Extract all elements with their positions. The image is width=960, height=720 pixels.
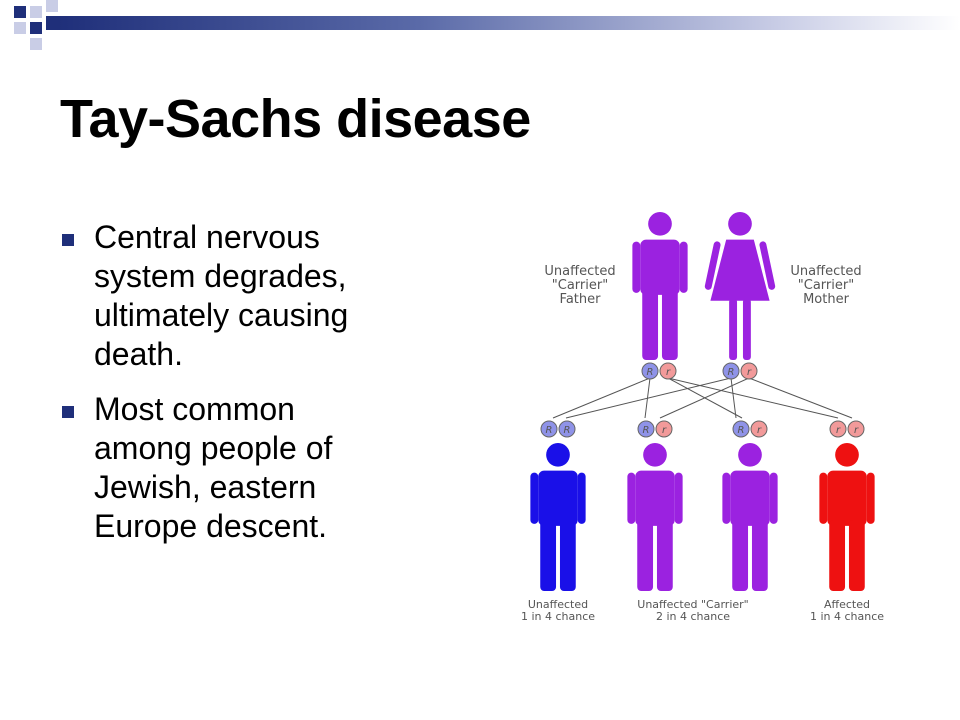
outcome-label-line: Unaffected "Carrier": [637, 598, 748, 611]
allele-circle: [540, 420, 558, 438]
mother-label-line: Mother: [803, 292, 850, 307]
deco-square: [46, 16, 58, 30]
deco-square: [14, 22, 26, 34]
allele-label: r: [757, 425, 762, 436]
father-label-line: Father: [560, 292, 602, 307]
allele-label: r: [854, 425, 859, 436]
allele-label: r: [747, 367, 752, 378]
person-icon: [627, 443, 683, 591]
person-icon: [722, 443, 778, 591]
outcome-label-line: Unaffected: [528, 598, 588, 611]
allele-label: R: [643, 425, 650, 436]
allele-label: r: [662, 425, 667, 436]
allele-label: r: [666, 367, 671, 378]
person-icon: [530, 443, 586, 591]
inheritance-diagram: Unaffected "Carrier" Father Unaffected "…: [521, 212, 884, 623]
bullet-item: Most common among people of Jewish, east…: [60, 390, 390, 546]
header-decoration: [0, 0, 960, 50]
allele-label: r: [836, 425, 841, 436]
mother-figure: [704, 212, 776, 360]
allele-circle: [829, 420, 847, 438]
allele-circle: [655, 420, 673, 438]
person-icon: [632, 212, 688, 360]
outcome-label-line: Affected: [824, 598, 870, 611]
bullet-text: Central nervous system degrades, ultimat…: [94, 219, 349, 372]
father-alleles: R r: [641, 362, 677, 380]
outcome-label-line: 1 in 4 chance: [810, 610, 884, 623]
person-icon: [819, 443, 875, 591]
deco-square: [30, 38, 42, 50]
mother-label-line: "Carrier": [798, 278, 854, 293]
deco-square: [14, 6, 26, 18]
deco-square: [30, 22, 42, 34]
allele-circle: [750, 420, 768, 438]
allele-label: R: [546, 425, 553, 436]
bullet-text: Most common among people of Jewish, east…: [94, 391, 333, 544]
mother-label-line: Unaffected: [790, 264, 861, 279]
allele-circle: [732, 420, 750, 438]
allele-label: R: [728, 367, 735, 378]
allele-circle: [637, 420, 655, 438]
father-figure: [632, 212, 688, 360]
father-label-line: Unaffected: [544, 264, 615, 279]
square-bullet-icon: [62, 406, 74, 418]
deco-square: [46, 0, 58, 12]
bullet-list: Central nervous system degrades, ultimat…: [60, 218, 390, 562]
mother-alleles: R r: [722, 362, 758, 380]
outcome-label-line: 1 in 4 chance: [521, 610, 595, 623]
outcome-label-line: 2 in 4 chance: [656, 610, 730, 623]
header-gradient-bar: [58, 16, 960, 30]
allele-label: R: [738, 425, 745, 436]
father-label-line: "Carrier": [552, 278, 608, 293]
slide-title: Tay-Sachs disease: [60, 89, 531, 149]
allele-label: R: [647, 367, 654, 378]
person-icon: [704, 212, 776, 360]
allele-label: R: [564, 425, 571, 436]
allele-circle: [558, 420, 576, 438]
bullet-item: Central nervous system degrades, ultimat…: [60, 218, 390, 374]
allele-circle: [847, 420, 865, 438]
square-bullet-icon: [62, 234, 74, 246]
deco-square: [30, 6, 42, 18]
inheritance-arrows: [552, 377, 853, 419]
